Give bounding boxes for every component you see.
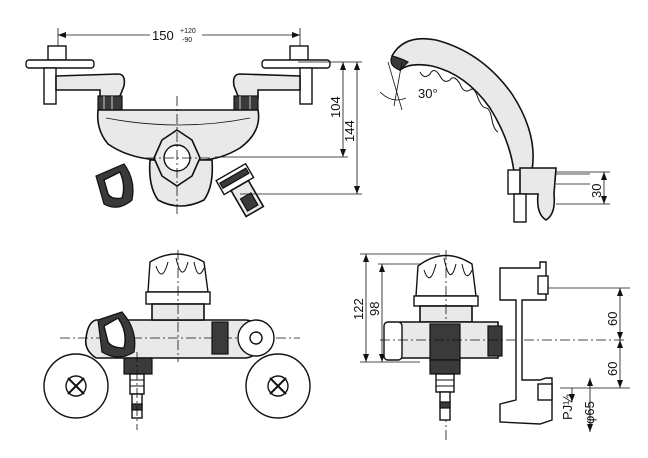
top-bottom-nut bbox=[123, 357, 153, 375]
right-nut bbox=[233, 95, 259, 111]
left-inlet-cap bbox=[47, 45, 67, 61]
height-total-dimension: 144 bbox=[342, 120, 357, 142]
left-elbow-arm bbox=[55, 73, 126, 99]
right-inlet-cap bbox=[289, 45, 309, 61]
top-view bbox=[43, 250, 311, 430]
left-nut bbox=[97, 95, 123, 111]
side-right-nut bbox=[487, 325, 503, 357]
right-flange bbox=[261, 59, 331, 69]
thread-spec: PJ½ bbox=[560, 394, 575, 420]
escutcheon-diameter: φ65 bbox=[582, 401, 597, 424]
width-tolerance-upper: +120 bbox=[180, 28, 196, 35]
top-right-nut bbox=[211, 321, 229, 355]
right-inlet-pipe bbox=[299, 67, 313, 105]
spout-side-view: 30° 30 bbox=[379, 37, 610, 223]
spout-pipe bbox=[513, 193, 527, 223]
left-inlet-pipe bbox=[43, 67, 57, 105]
side-height-upper-dimension: 98 bbox=[367, 302, 382, 316]
spout-arm bbox=[391, 37, 534, 173]
height-inlet-dimension: 104 bbox=[328, 96, 343, 118]
width-dimension: 150 bbox=[152, 28, 174, 43]
width-tolerance-lower: -90 bbox=[182, 37, 192, 44]
right-elbow-arm bbox=[232, 73, 301, 99]
left-flange bbox=[25, 59, 95, 69]
pipe-spacing-upper-dimension: 60 bbox=[605, 312, 620, 326]
front-view: 150 +120 -90 bbox=[25, 26, 362, 218]
pipe-spacing-lower-dimension: 60 bbox=[605, 362, 620, 376]
side-left-cap bbox=[383, 321, 403, 361]
diverter-outlet bbox=[215, 162, 265, 218]
spout-mount-dimension: 30 bbox=[589, 184, 604, 198]
right-side-view: 122 98 60 60 bbox=[351, 250, 630, 440]
side-height-total-dimension: 122 bbox=[351, 298, 366, 320]
spout-mount-flange bbox=[519, 167, 557, 221]
side-center-nut bbox=[429, 323, 461, 361]
spout-angle-dimension: 30° bbox=[418, 86, 438, 101]
